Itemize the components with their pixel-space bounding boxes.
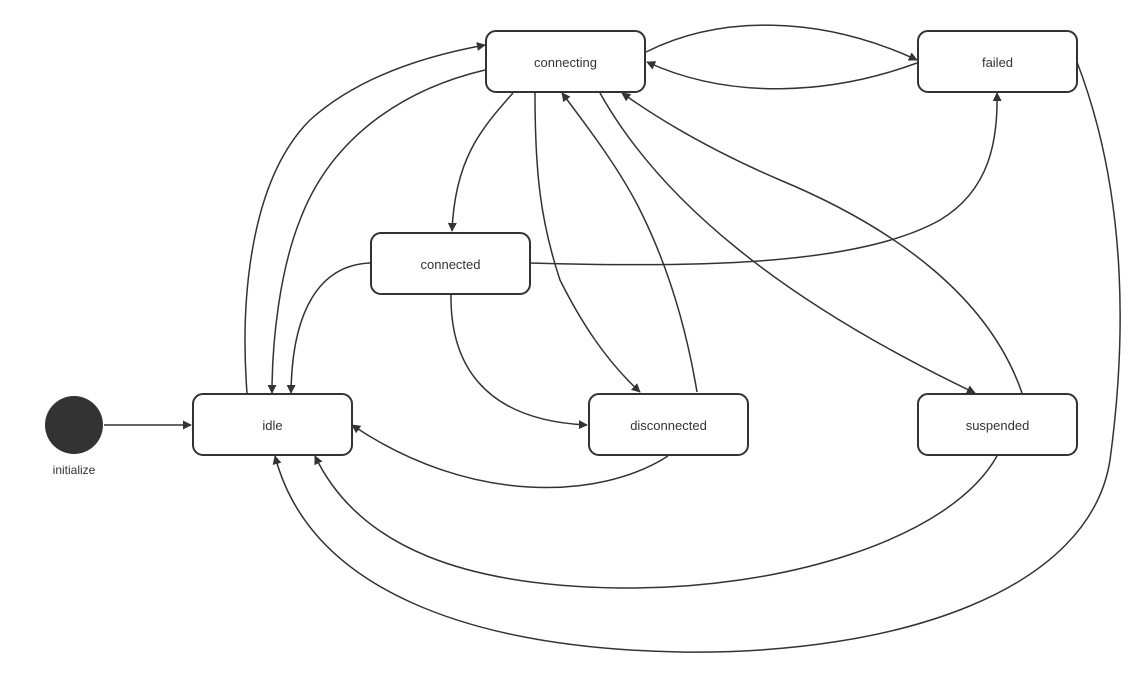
start-state: initialize [45, 396, 103, 477]
edge-idle-to-connecting [244, 42, 486, 394]
edge-connected-to-idle [286, 262, 371, 394]
start-node [45, 396, 103, 454]
state-label: disconnected [630, 418, 707, 433]
state-box [370, 232, 531, 295]
state-label: connecting [534, 55, 597, 70]
edge-connecting-to-disconnected [534, 92, 641, 393]
edge-failed-to-connecting [646, 61, 918, 90]
state-failed: failed [917, 30, 1078, 93]
edge-disconnected-to-idle [351, 424, 669, 489]
state-label: connected [421, 257, 481, 272]
state-box [192, 393, 353, 456]
edge-failed-to-idle [272, 61, 1121, 653]
edge-connecting-to-suspended [599, 92, 976, 394]
edge-suspended-to-connecting [621, 92, 1023, 394]
state-box [917, 393, 1078, 456]
transitions [104, 24, 1121, 653]
start-label: initialize [53, 463, 96, 477]
edge-connecting-to-failed [645, 24, 918, 61]
state-label: failed [982, 55, 1013, 70]
edge-connecting-to-idle [267, 69, 486, 394]
edge-connecting-to-connected [447, 92, 514, 232]
edge-connected-to-disconnected [450, 293, 588, 430]
edge-suspended-to-idle [314, 455, 998, 589]
state-suspended: suspended [917, 393, 1078, 456]
state-label: idle [262, 418, 282, 433]
state-idle: idle [192, 393, 353, 456]
state-box [917, 30, 1078, 93]
state-connected: connected [370, 232, 531, 295]
edge-connected-to-failed [529, 92, 1002, 266]
edge-disconnected-to-connecting [561, 92, 698, 393]
state-box [588, 393, 749, 456]
state-connecting: connecting [485, 30, 646, 93]
state-disconnected: disconnected [588, 393, 749, 456]
state-box [485, 30, 646, 93]
state-label: suspended [966, 418, 1030, 433]
